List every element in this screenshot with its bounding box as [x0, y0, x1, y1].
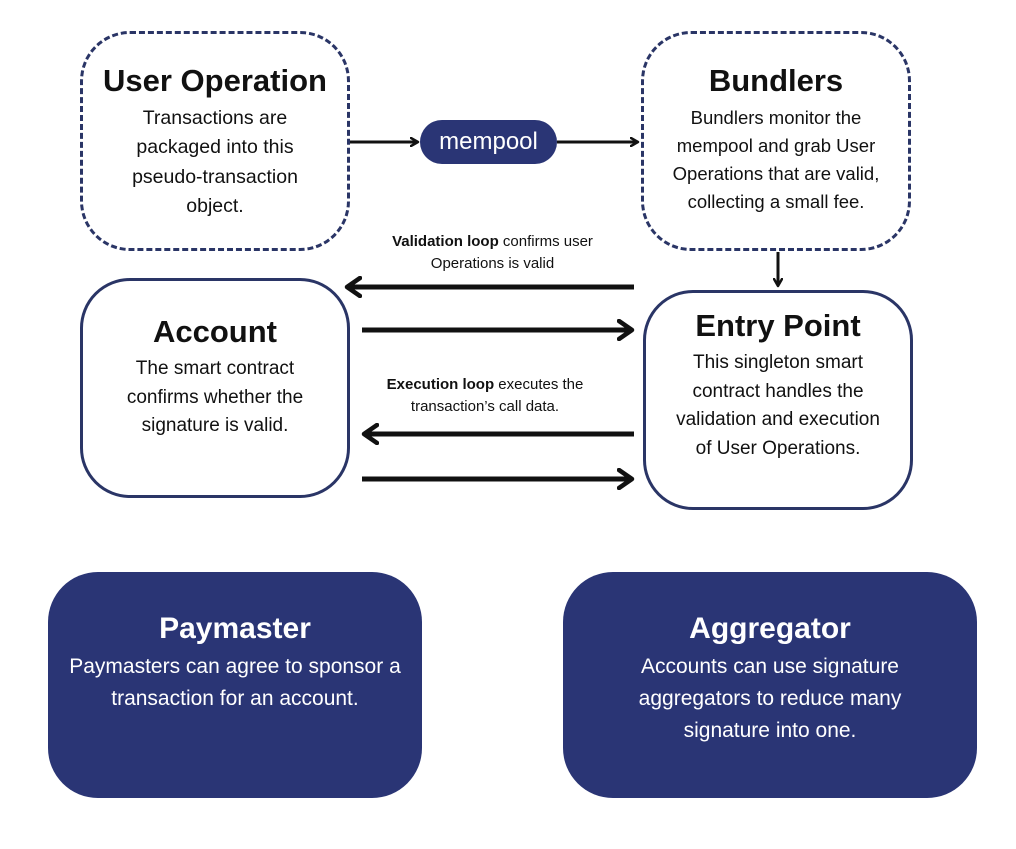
account-description: The smart contract confirms whether the …	[126, 358, 304, 437]
aggregator-title: Aggregator	[689, 612, 851, 645]
entry-point-description: This singleton smart contract handles th…	[676, 352, 880, 459]
validation-loop-text: confirms user Operations is valid	[430, 233, 593, 272]
bundlers-description: Bundlers monitor the mempool and grab Us…	[672, 107, 880, 213]
user-operation-description: Transactions are packaged into this pseu…	[132, 107, 298, 217]
aggregator-description: Accounts can use signature aggregators t…	[638, 655, 902, 742]
user-operation-box: User Operation Transactions are packaged…	[80, 31, 350, 251]
account-title: Account	[153, 314, 277, 349]
account-box: Account The smart contract confirms whet…	[80, 278, 350, 498]
aggregator-box: Aggregator Accounts can use signature ag…	[563, 572, 977, 798]
entry-point-box: Entry Point This singleton smart contrac…	[643, 290, 913, 510]
execution-loop-bold: Execution loop	[386, 376, 495, 393]
validation-loop-label: Validation loop confirms user Operations…	[360, 231, 625, 275]
validation-loop-bold: Validation loop	[392, 233, 499, 250]
bundlers-box: Bundlers Bundlers monitor the mempool an…	[641, 31, 911, 251]
execution-loop-text: executes the transaction’s call data.	[410, 376, 584, 415]
user-operation-title: User Operation	[103, 63, 327, 98]
paymaster-box: Paymaster Paymasters can agree to sponso…	[48, 572, 422, 798]
execution-loop-label: Execution loop executes the transaction’…	[355, 374, 615, 418]
paymaster-description: Paymasters can agree to sponsor a transa…	[69, 655, 401, 710]
bundlers-title: Bundlers	[708, 63, 844, 98]
paymaster-title: Paymaster	[159, 612, 311, 645]
entry-point-title: Entry Point	[695, 308, 861, 343]
mempool-pill: mempool	[420, 120, 557, 164]
